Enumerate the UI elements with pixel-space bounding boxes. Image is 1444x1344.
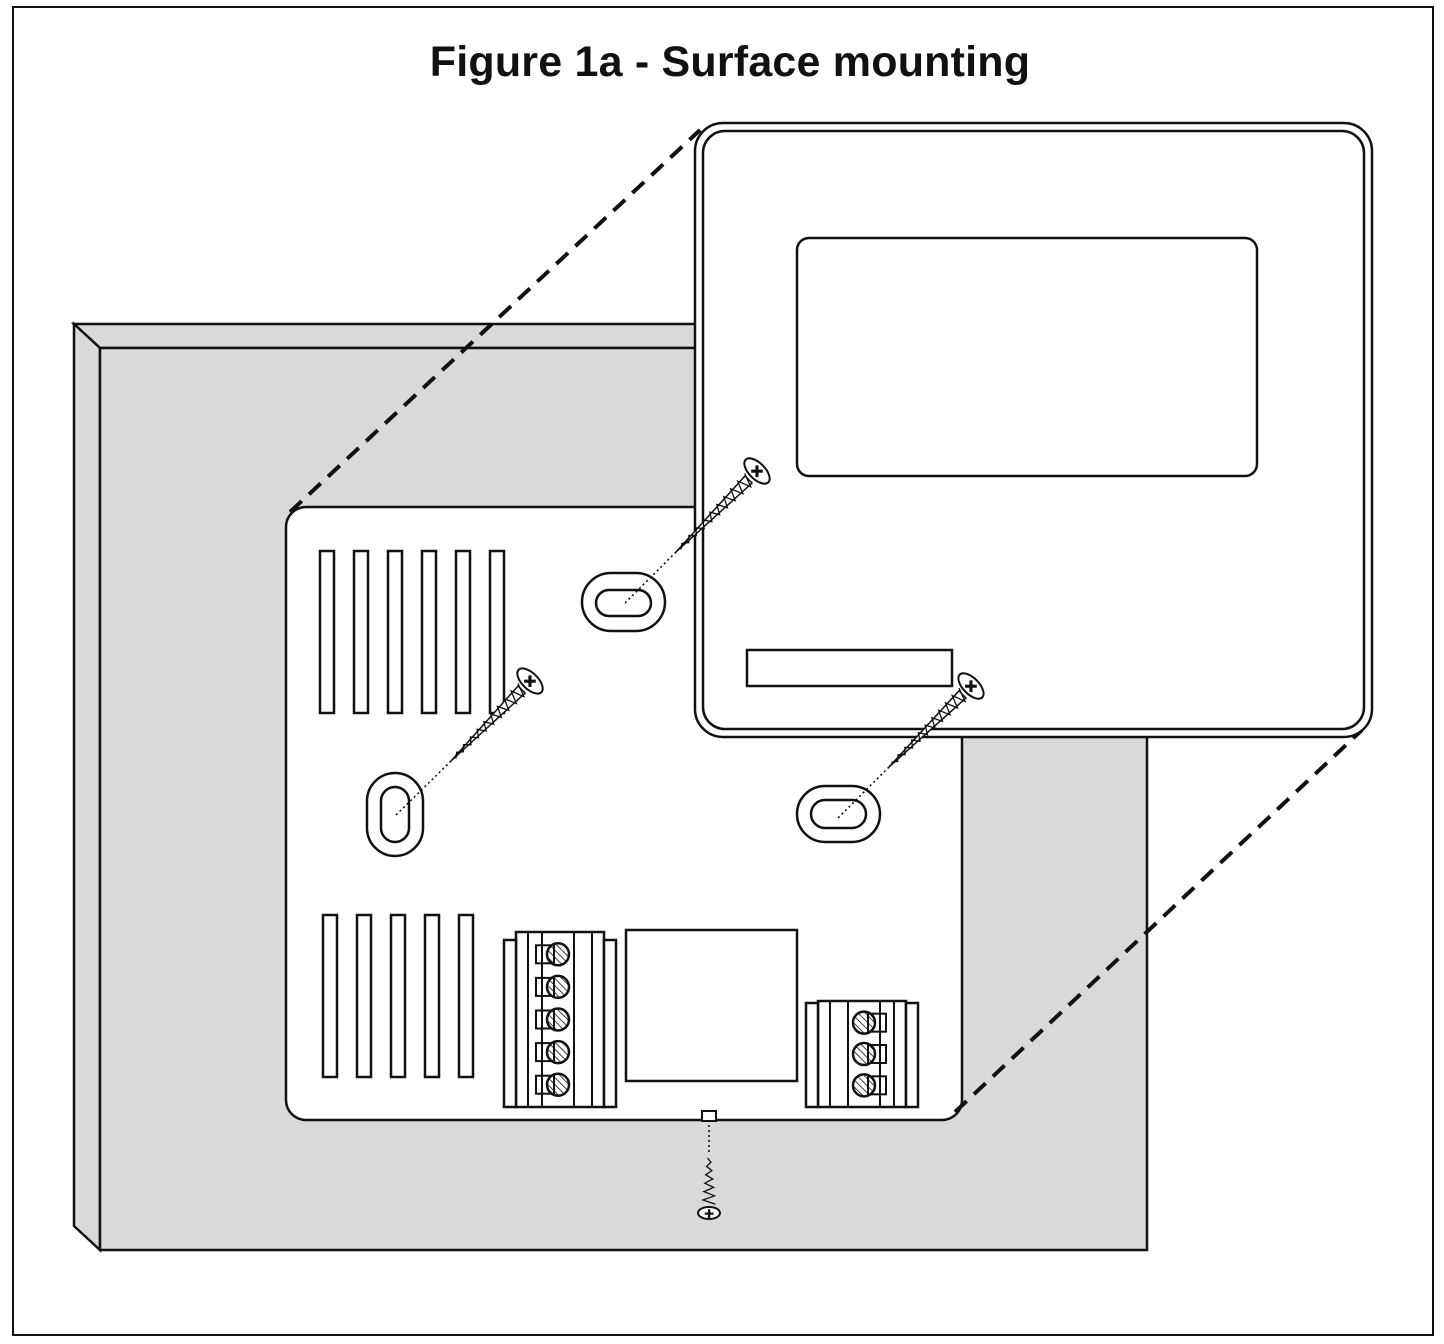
guide-line [836, 766, 890, 820]
lower-vents [321, 913, 475, 1079]
screw-head [516, 667, 544, 695]
phillips-icon: ✚ [964, 677, 977, 696]
screw-thread [891, 687, 967, 763]
screw-thread [455, 683, 526, 759]
terminal-screw [851, 1073, 877, 1098]
guide-line [623, 551, 677, 605]
vent-slot [423, 913, 441, 1079]
terminal-screw [545, 942, 571, 967]
wall-top-edge [70, 322, 702, 350]
terminal-screw [545, 1007, 571, 1032]
phillips-icon: ✚ [750, 462, 763, 481]
projection-line-bottom [953, 728, 1364, 1114]
screw-head [957, 672, 985, 700]
screw-left: ✚ [395, 667, 544, 816]
front-cover [693, 121, 1374, 739]
terminal-screw [851, 1041, 877, 1067]
mounting-slot-left [365, 771, 425, 858]
phillips-icon: ✚ [523, 672, 536, 691]
screw-top: ✚ [623, 457, 771, 605]
terminal-block-right [804, 999, 920, 1109]
wall-left-edge [72, 321, 102, 1253]
vent-slot [389, 913, 407, 1079]
screw-head [743, 457, 771, 485]
vent-slot [454, 549, 472, 715]
terminal-screw [545, 1072, 571, 1097]
bottom-screw-tab [701, 1110, 717, 1122]
mounting-slot-top [580, 571, 667, 633]
cover-slot [745, 648, 954, 688]
screw-head [697, 1206, 721, 1220]
vent-slot [352, 549, 370, 715]
display-window [795, 236, 1259, 478]
mounting-slot-right [795, 784, 882, 844]
phillips-icon: ✚ [704, 1207, 714, 1221]
vent-slot [318, 549, 336, 715]
vent-slot [321, 913, 339, 1079]
terminal-block-left [502, 930, 618, 1109]
front-cover-inner [701, 129, 1366, 731]
screw-thread [680, 473, 752, 550]
terminal-end-cap [804, 1001, 820, 1109]
terminal-screw [545, 1039, 571, 1065]
screw-thread [701, 1157, 717, 1205]
screw-right: ✚ [836, 672, 985, 820]
figure-title: Figure 1a - Surface mounting [429, 38, 1031, 86]
screws: ✚ ✚ ✚ ✚ [395, 457, 985, 1221]
vent-slot [355, 913, 373, 1079]
screw-bottom: ✚ [697, 1120, 721, 1221]
center-component [624, 928, 799, 1083]
terminal-end-cap [502, 938, 518, 1109]
vent-slot [488, 549, 506, 715]
terminal-end-cap [602, 938, 618, 1109]
projection-line-top [288, 128, 702, 514]
terminal-end-cap [904, 1001, 920, 1109]
vent-slot [386, 549, 404, 715]
vent-slot [420, 549, 438, 715]
terminal-screw [545, 974, 571, 1000]
projection-lines [288, 128, 1364, 1114]
terminal-screw [851, 1010, 877, 1035]
vent-slot [457, 913, 475, 1079]
